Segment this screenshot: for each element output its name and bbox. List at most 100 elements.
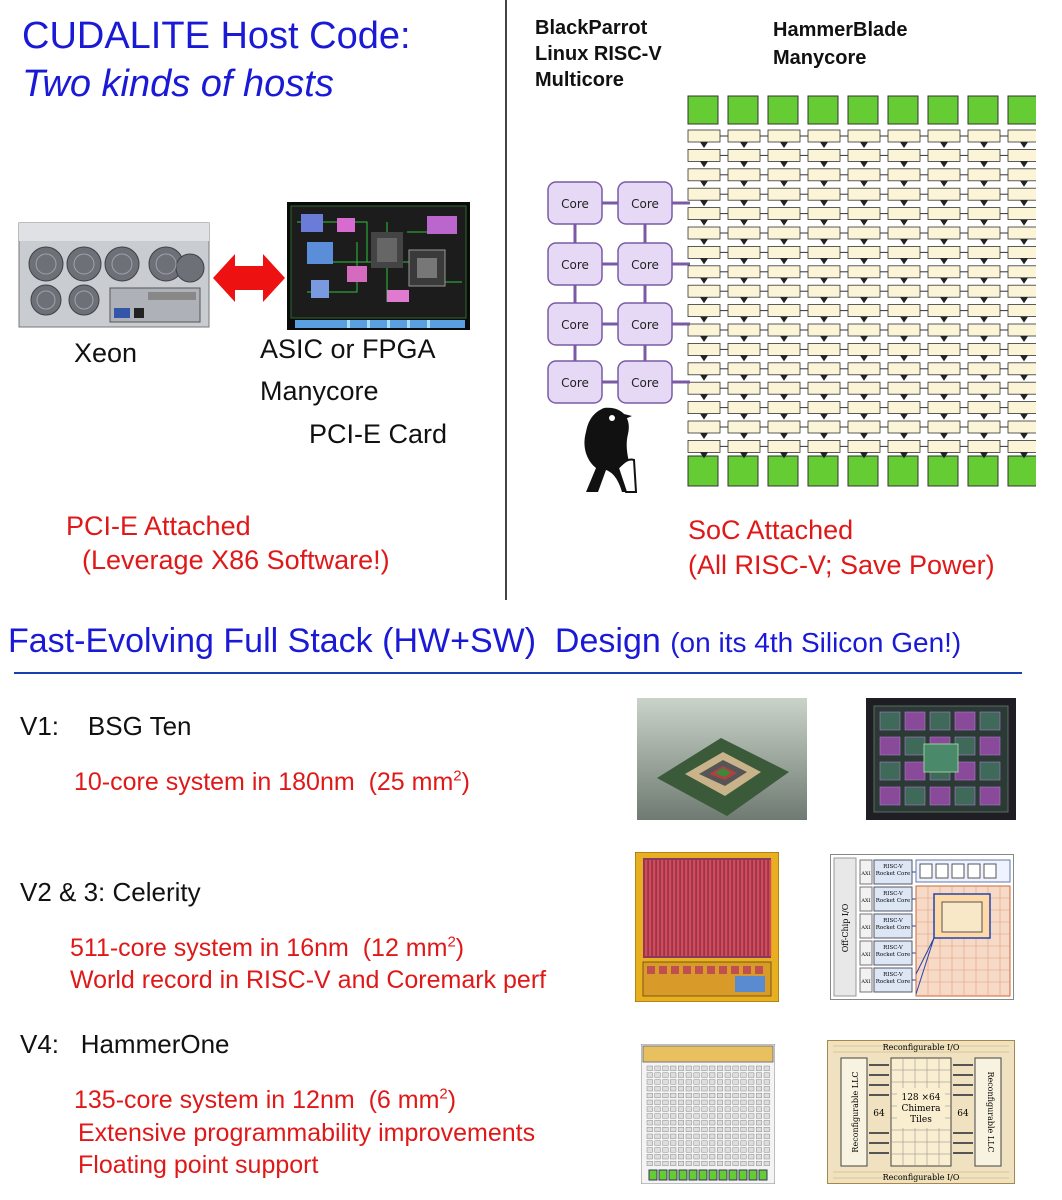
celerity-die-image — [635, 852, 779, 1002]
mesh-tile — [748, 1147, 755, 1153]
mesh-tile — [732, 1072, 739, 1078]
edge-tile-bottom — [887, 455, 919, 487]
mesh-tile — [678, 1126, 685, 1132]
mesh-arrow-icon — [1020, 452, 1028, 459]
manycore-tile — [847, 284, 881, 298]
manycore-tile — [727, 168, 761, 182]
manycore-tile — [967, 362, 1001, 376]
mesh-arrow-icon — [740, 277, 748, 284]
mesh-tile — [740, 1133, 747, 1139]
mesh-tile — [755, 1065, 762, 1071]
manycore-tile — [807, 304, 841, 318]
mesh-arrow-icon — [820, 355, 828, 362]
edge-tile-bottom — [927, 455, 959, 487]
mesh-tile — [716, 1120, 723, 1126]
manycore-column — [749, 860, 752, 956]
mesh-tile — [662, 1093, 669, 1099]
version-1-sup: 2 — [453, 767, 462, 785]
manycore-tile — [727, 439, 761, 453]
xeon-server-image — [18, 222, 210, 328]
mesh-arrow-icon — [900, 413, 908, 420]
mesh-tile — [646, 1147, 653, 1153]
riscv-label: RISC-V — [883, 945, 904, 951]
mesh-arrow-icon — [820, 258, 828, 265]
mesh-tile — [724, 1154, 731, 1160]
bsg-ten-package-image — [637, 698, 807, 820]
mesh-tile — [740, 1113, 747, 1119]
edge-tile — [708, 1169, 718, 1181]
mesh-tile — [662, 1126, 669, 1132]
mesh-arrow-icon — [980, 374, 988, 381]
manycore-column — [673, 860, 676, 956]
manycore-tile — [967, 149, 1001, 162]
manycore-tile — [967, 265, 1001, 279]
manycore-column — [653, 860, 656, 956]
mesh-arrow-icon — [780, 336, 788, 342]
mesh-tile — [646, 1133, 653, 1139]
manycore-tile — [807, 420, 841, 434]
manycore-tile — [847, 401, 881, 415]
manycore-tile — [727, 129, 761, 143]
version-1-desc: 10-core system in 180nm (25 mm2) — [74, 766, 470, 798]
riscv-core-block — [873, 886, 913, 912]
mesh-arrow-icon — [700, 433, 708, 439]
die-block — [979, 711, 1001, 731]
mesh-tile — [654, 1093, 661, 1099]
manycore-column — [733, 860, 736, 956]
mesh-arrow-icon — [980, 394, 988, 401]
mesh-tile — [693, 1099, 700, 1105]
manycore-tile — [767, 304, 801, 318]
manycore-tile — [967, 245, 1001, 259]
mesh-tile — [724, 1160, 731, 1166]
mesh-tile — [763, 1147, 770, 1153]
mesh-tile — [709, 1160, 716, 1166]
mesh-tile — [670, 1072, 677, 1078]
axi-block — [859, 886, 873, 912]
mesh-tile — [740, 1065, 747, 1071]
manycore-tile — [767, 265, 801, 279]
core-label: Core — [631, 376, 659, 390]
mesh-arrow-icon — [940, 258, 948, 265]
manycore-tile — [847, 168, 881, 182]
manycore-tile — [887, 245, 921, 259]
mesh-arrow-icon — [980, 239, 988, 245]
mesh-arrow-icon — [700, 355, 708, 362]
core-label: Core — [631, 258, 659, 272]
mesh-tile — [724, 1079, 731, 1085]
mesh-tile — [678, 1160, 685, 1166]
manycore-column — [769, 860, 772, 956]
mesh-tile — [724, 1147, 731, 1153]
manycore-tile — [887, 401, 921, 415]
chimera-tiles: Tiles — [910, 1115, 932, 1125]
mesh-tile — [740, 1099, 747, 1105]
io-block — [647, 966, 655, 974]
mesh-arrow-icon — [820, 336, 828, 342]
manycore-tile — [927, 245, 961, 259]
mesh-tile — [678, 1086, 685, 1092]
mesh-tile — [732, 1133, 739, 1139]
mesh-arrow-icon — [1020, 258, 1028, 265]
mesh-arrow-icon — [740, 200, 748, 207]
hammerblade-grid-diagram — [687, 95, 1036, 487]
manycore-tile — [967, 187, 1001, 201]
manycore-tile — [887, 362, 921, 376]
mesh-tile — [740, 1079, 747, 1085]
mesh-arrow-icon — [740, 355, 748, 362]
mesh-arrow-icon — [860, 433, 868, 439]
mesh-arrow-icon — [860, 258, 868, 265]
mesh-tile — [654, 1099, 661, 1105]
mesh-arrow-icon — [820, 316, 828, 323]
mesh-tile — [763, 1086, 770, 1092]
pcie-attached-note: (Leverage X86 Software!) — [82, 545, 390, 575]
edge-tile — [668, 1169, 678, 1181]
mesh-arrow-icon — [1020, 277, 1028, 284]
mesh-tile — [693, 1147, 700, 1153]
edge-tile-top — [967, 95, 999, 125]
mesh-tile — [755, 1154, 762, 1160]
manycore-tile — [807, 168, 841, 182]
mesh-arrow-icon — [1020, 297, 1028, 304]
io-block — [755, 966, 763, 974]
manycore-column — [729, 860, 732, 956]
section-divider — [14, 672, 1022, 674]
mesh-tile — [748, 1140, 755, 1146]
